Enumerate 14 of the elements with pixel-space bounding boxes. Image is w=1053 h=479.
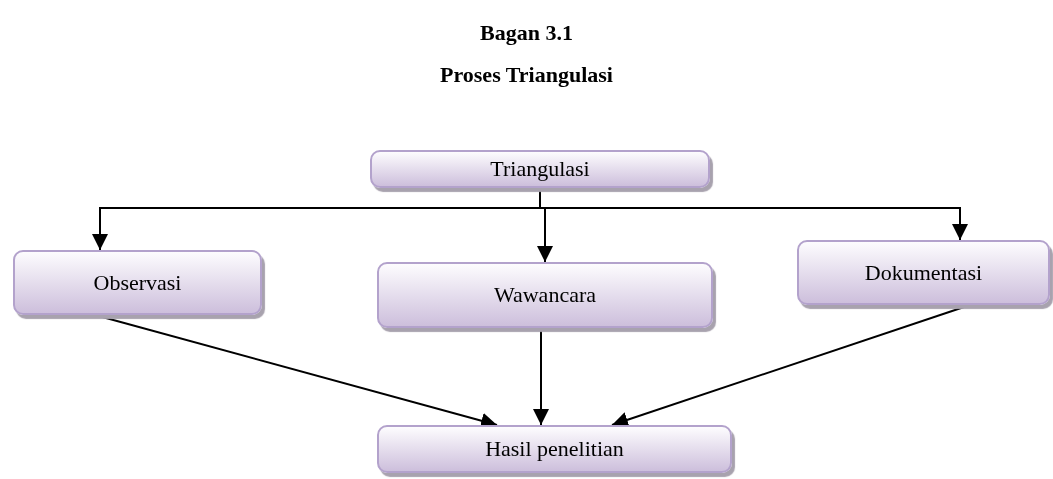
process-box (377, 425, 732, 473)
process-box (370, 150, 710, 188)
box-label: Observasi (93, 269, 182, 296)
box-label: Dokumentasi (864, 259, 983, 286)
process-box (797, 240, 1050, 305)
process-box (13, 250, 262, 315)
arrow (533, 327, 549, 426)
box-label: Triangulasi (490, 156, 590, 182)
diagram-title: Bagan 3.1 (479, 20, 574, 46)
diagram-subtitle: Proses Triangulasi (439, 62, 614, 88)
box-label: Hasil penelitian (485, 436, 624, 462)
box-label: Wawancara (493, 282, 596, 308)
process-box (377, 262, 713, 328)
arrow (611, 304, 971, 428)
